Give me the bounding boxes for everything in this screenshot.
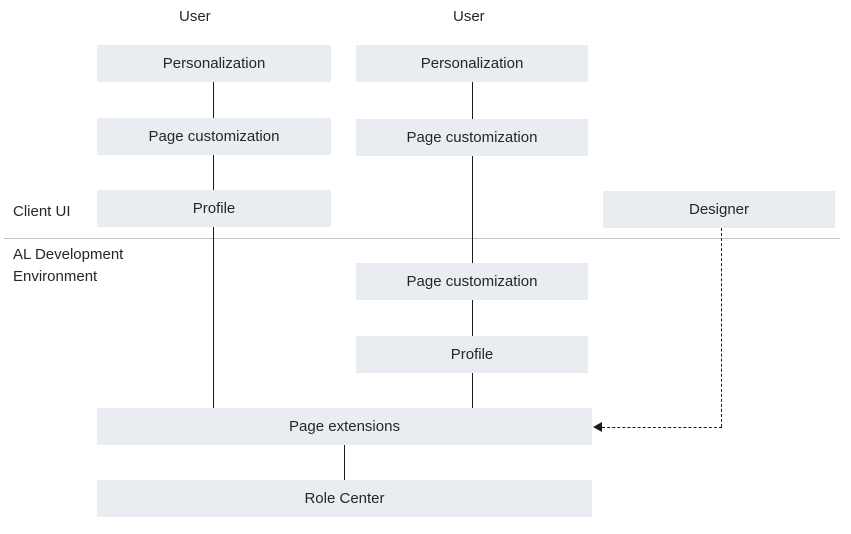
box-col2-profile: Profile — [356, 336, 588, 373]
box-role-center: Role Center — [97, 480, 592, 517]
lane-label-al-dev-line1: AL Development — [13, 246, 124, 263]
connector-col1-profile-to-page-extensions — [213, 227, 214, 408]
dashed-connector-designer-horizontal — [602, 427, 722, 428]
box-col2-page-customization-bottom: Page customization — [356, 263, 588, 300]
box-designer: Designer — [603, 191, 835, 228]
connector-col1-page-customization-to-profile — [213, 155, 214, 190]
box-col2-page-customization-top: Page customization — [356, 119, 588, 156]
dashed-connector-designer-vertical — [721, 228, 722, 427]
box-col1-page-customization: Page customization — [97, 118, 331, 155]
box-col1-profile: Profile — [97, 190, 331, 227]
connector-col2-personalization-to-page-customization — [472, 82, 473, 119]
box-col1-personalization: Personalization — [97, 45, 331, 82]
connector-col2-page-customization-to-profile — [472, 300, 473, 336]
arrowhead-into-page-extensions — [593, 422, 602, 432]
connector-col2-profile-to-page-extensions — [472, 373, 473, 408]
column1-user-header: User — [179, 8, 211, 25]
lane-label-client-ui: Client UI — [13, 203, 71, 220]
lane-divider — [4, 238, 840, 239]
connector-col2-page-customization-across-divider — [472, 156, 473, 263]
box-page-extensions: Page extensions — [97, 408, 592, 445]
box-col2-personalization: Personalization — [356, 45, 588, 82]
column2-user-header: User — [453, 8, 485, 25]
connector-col1-personalization-to-page-customization — [213, 82, 214, 118]
lane-label-al-dev-line2: Environment — [13, 268, 98, 285]
connector-page-extensions-to-role-center — [344, 445, 345, 480]
